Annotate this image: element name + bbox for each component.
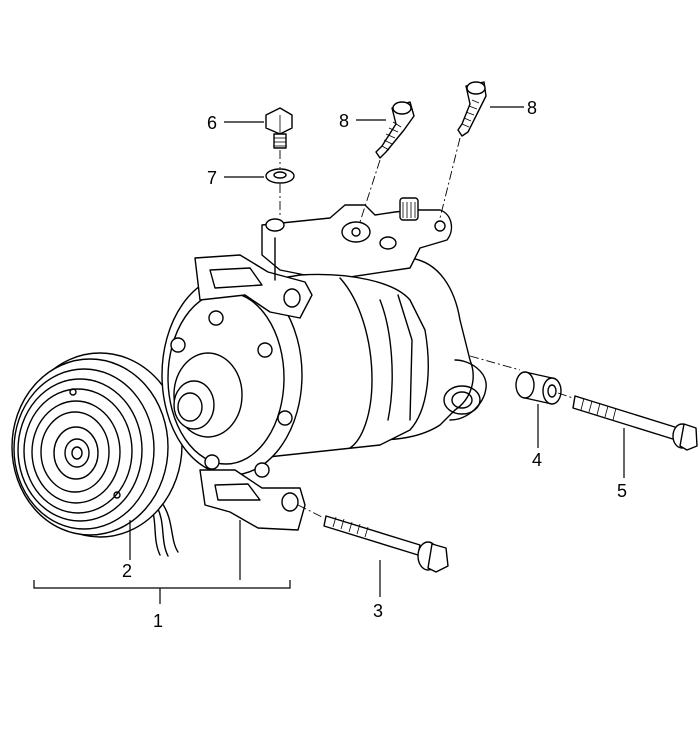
long-bolt-part-5 [572,395,698,451]
washer-part-7 [265,168,295,184]
callout-7: 7 [207,168,217,188]
spacer-sleeve-part-4 [515,371,562,405]
hex-bolt-part-6 [265,107,293,149]
callout-5: 5 [617,481,627,501]
callout-8-left: 8 [339,111,349,131]
alignment-lines [279,137,574,519]
socket-screw-part-8-left [375,101,415,159]
socket-screw-part-8-right [457,81,487,137]
long-bolt-part-3 [323,515,449,573]
callout-6: 6 [207,113,217,133]
magnetic-clutch-pulley [11,352,183,557]
leader-lines [33,106,625,604]
compressor-body [161,197,487,531]
callout-8-right: 8 [527,98,537,118]
callout-2: 2 [122,561,132,581]
callout-3: 3 [373,601,383,621]
callout-1: 1 [153,611,163,631]
callout-4: 4 [532,450,542,470]
